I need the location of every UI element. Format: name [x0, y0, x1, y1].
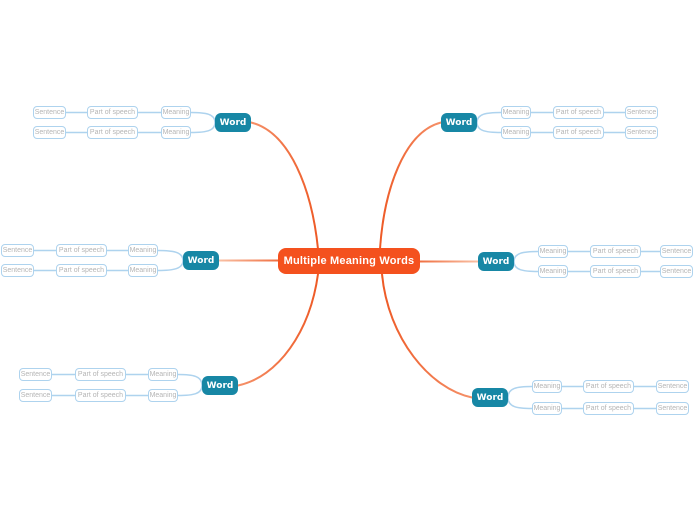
meaning-node[interactable]: Meaning [538, 245, 568, 258]
connector-top-right [379, 121, 442, 250]
sentence-node[interactable]: Sentence [660, 265, 693, 278]
part-of-speech-node[interactable]: Part of speech [87, 126, 138, 139]
part-of-speech-node[interactable]: Part of speech [553, 126, 604, 139]
part-of-speech-node[interactable]: Part of speech [590, 245, 641, 258]
part-of-speech-node[interactable]: Part of speech [56, 244, 107, 257]
word-node[interactable]: Word [202, 376, 238, 395]
part-of-speech-node[interactable]: Part of speech [583, 380, 634, 393]
subnode-connectors [33, 111, 661, 410]
branch-connectors [218, 121, 479, 399]
sentence-node[interactable]: Sentence [625, 126, 658, 139]
meaning-node[interactable]: Meaning [532, 380, 562, 393]
sentence-node[interactable]: Sentence [33, 126, 66, 139]
sentence-node[interactable]: Sentence [625, 106, 658, 119]
sentence-node[interactable]: Sentence [660, 245, 693, 258]
sentence-node[interactable]: Sentence [19, 368, 52, 381]
word-node[interactable]: Word [215, 113, 251, 132]
sentence-node[interactable]: Sentence [19, 389, 52, 402]
sentence-node[interactable]: Sentence [656, 380, 689, 393]
meaning-node[interactable]: Meaning [532, 402, 562, 415]
part-of-speech-node[interactable]: Part of speech [583, 402, 634, 415]
connector-bottom-left [237, 273, 319, 387]
part-of-speech-node[interactable]: Part of speech [75, 368, 126, 381]
central-topic-node[interactable]: Multiple Meaning Words [278, 248, 420, 274]
sentence-node[interactable]: Sentence [1, 264, 34, 277]
meaning-node[interactable]: Meaning [128, 244, 158, 257]
word-node[interactable]: Word [183, 251, 219, 270]
meaning-node[interactable]: Meaning [501, 126, 531, 139]
meaning-node[interactable]: Meaning [148, 389, 178, 402]
meaning-node[interactable]: Meaning [161, 126, 191, 139]
part-of-speech-node[interactable]: Part of speech [553, 106, 604, 119]
sentence-node[interactable]: Sentence [656, 402, 689, 415]
meaning-node[interactable]: Meaning [501, 106, 531, 119]
sentence-node[interactable]: Sentence [33, 106, 66, 119]
meaning-node[interactable]: Meaning [161, 106, 191, 119]
part-of-speech-node[interactable]: Part of speech [56, 264, 107, 277]
meaning-node[interactable]: Meaning [128, 264, 158, 277]
part-of-speech-node[interactable]: Part of speech [75, 389, 126, 402]
connector-top-left [250, 121, 319, 250]
part-of-speech-node[interactable]: Part of speech [87, 106, 138, 119]
connector-bottom-right [381, 273, 473, 399]
word-node[interactable]: Word [441, 113, 477, 132]
meaning-node[interactable]: Meaning [148, 368, 178, 381]
meaning-node[interactable]: Meaning [538, 265, 568, 278]
word-node[interactable]: Word [472, 388, 508, 407]
sentence-node[interactable]: Sentence [1, 244, 34, 257]
word-node[interactable]: Word [478, 252, 514, 271]
part-of-speech-node[interactable]: Part of speech [590, 265, 641, 278]
